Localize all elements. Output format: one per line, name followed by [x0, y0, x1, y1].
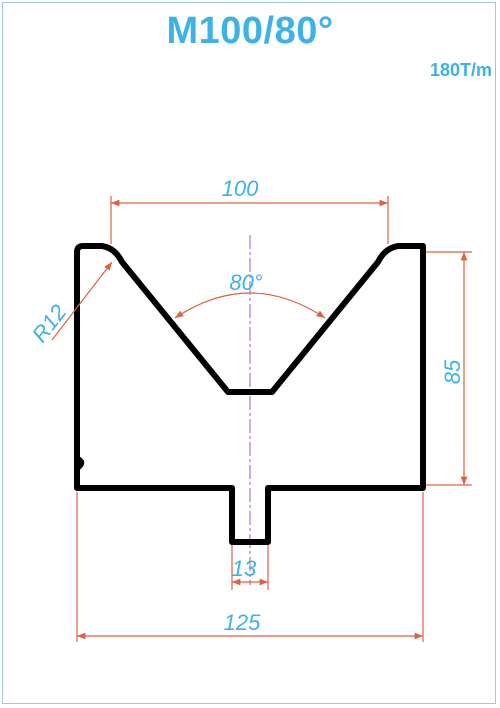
height-label: 85	[440, 359, 465, 384]
tonnage-rating: 180T/m	[429, 60, 492, 80]
angle-label: 80°	[229, 270, 262, 295]
tang-width-label: 13	[232, 556, 257, 581]
angle-arc	[174, 292, 326, 319]
radius-label: R12	[27, 300, 72, 347]
die-title: M100/80°	[166, 10, 334, 52]
profile-notch	[75, 455, 85, 470]
die-profile-outline	[74, 243, 426, 545]
total-width-label: 125	[224, 610, 261, 635]
top-width-label: 100	[222, 176, 259, 201]
radius-leader	[51, 261, 113, 341]
drawing-frame	[2, 2, 496, 704]
